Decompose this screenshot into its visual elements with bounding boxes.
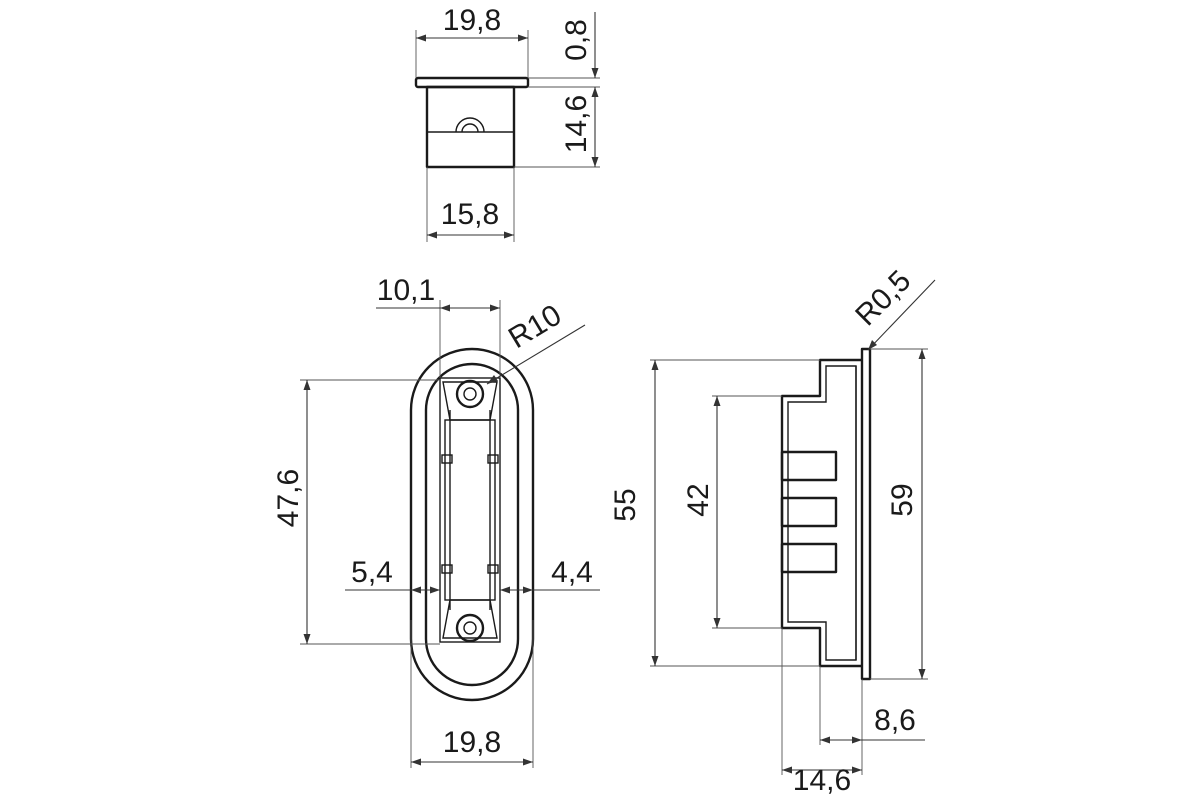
side-view-tooth-2 bbox=[780, 496, 838, 528]
dim-flange-height: 59 bbox=[886, 483, 919, 516]
top-view-body bbox=[425, 85, 516, 169]
dim-slot-length: 47,6 bbox=[272, 469, 305, 527]
dim-left-offset: 5,4 bbox=[351, 556, 393, 589]
dim-edge-radius: R0,5 bbox=[849, 264, 917, 332]
top-view-flange bbox=[414, 76, 530, 89]
top-screw-hole bbox=[455, 379, 485, 409]
leader-corner-radius bbox=[486, 324, 586, 385]
dim-depth-small: 8,6 bbox=[874, 704, 916, 737]
front-view-outer-plate bbox=[409, 347, 535, 702]
dim-height-inner: 42 bbox=[682, 483, 715, 516]
top-view-screw-arc bbox=[455, 117, 485, 133]
dim-flange-thickness: 0,8 bbox=[560, 19, 593, 61]
side-view-flange bbox=[860, 347, 872, 681]
top-view: 19,8 0,8 14,6 15,8 bbox=[414, 4, 600, 242]
side-view-tooth-3 bbox=[780, 542, 838, 574]
leader-edge-radius bbox=[867, 279, 936, 351]
dim-slot-width: 10,1 bbox=[377, 274, 435, 307]
bottom-screw-hole bbox=[455, 613, 485, 643]
front-view-inner-body bbox=[424, 362, 520, 687]
top-view-screw-arc-inner bbox=[461, 123, 479, 133]
side-view: R0,5 55 42 59 8,6 14,6 bbox=[609, 264, 936, 797]
side-view-tooth-1 bbox=[780, 450, 838, 482]
front-view: 10,1 R10 47,6 5,4 4,4 19,8 bbox=[272, 274, 600, 768]
dim-corner-radius: R10 bbox=[503, 299, 567, 356]
dim-right-offset: 4,4 bbox=[551, 556, 593, 589]
dim-height-outer: 55 bbox=[609, 488, 642, 521]
dim-top-width: 19,8 bbox=[443, 4, 501, 37]
dim-depth-total: 14,6 bbox=[793, 764, 851, 797]
dim-body-height: 14,6 bbox=[560, 95, 593, 153]
dim-overall-width: 19,8 bbox=[443, 726, 501, 759]
side-view-body bbox=[780, 358, 862, 668]
dim-body-width: 15,8 bbox=[441, 198, 499, 231]
